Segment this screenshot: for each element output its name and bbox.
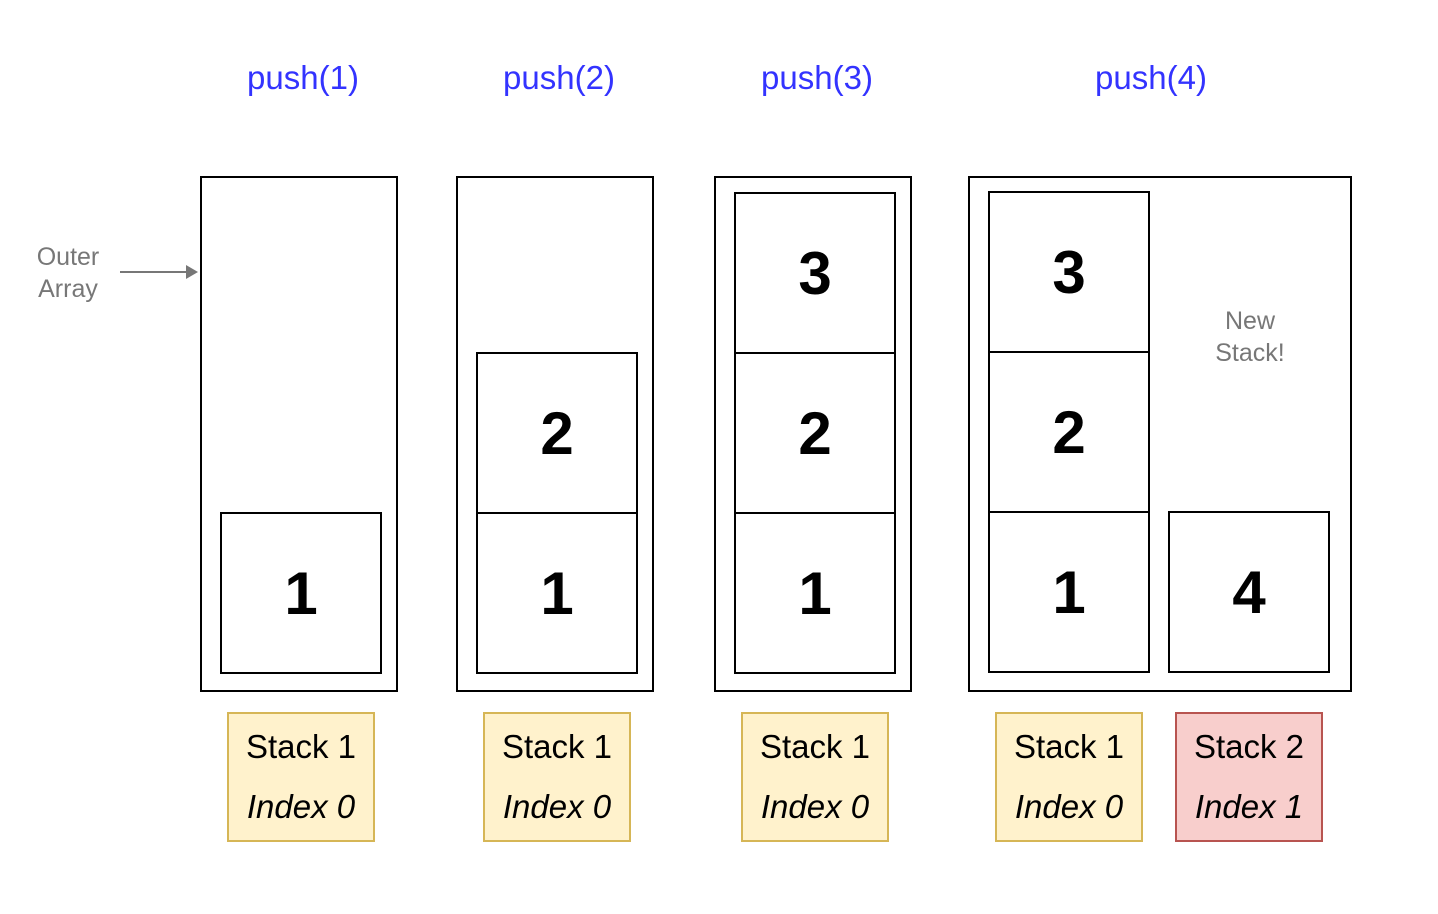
push-2-title: push(2)	[503, 59, 615, 96]
stack-cell: 1	[734, 512, 896, 674]
outer-array-arrow-icon	[120, 265, 198, 279]
stack-index: Index 0	[1014, 788, 1124, 825]
stack-index: Index 0	[246, 788, 356, 825]
stack-name: Stack 1	[245, 728, 357, 765]
push-1-title: push(1)	[247, 59, 359, 96]
stack-name: Stack 2	[1193, 728, 1305, 765]
stack-cell: 2	[988, 351, 1150, 513]
stack-cell: 3	[734, 192, 896, 354]
stack-name: Stack 1	[501, 728, 613, 765]
stack-cell: 1	[220, 512, 382, 674]
outer-array-line1: Outer	[36, 243, 100, 271]
stack-index: Index 0	[760, 788, 870, 825]
stack-label-push-1: Stack 1 Index 0	[227, 712, 375, 842]
outer-array-line2: Array	[38, 275, 98, 303]
stack-name: Stack 1	[1013, 728, 1125, 765]
new-stack-line1: New	[1224, 307, 1275, 335]
push-3-title: push(3)	[761, 59, 873, 96]
outer-array-annotation: Outer Array	[18, 241, 118, 305]
new-stack-line2: Stack!	[1215, 339, 1285, 367]
stack-cell: 3	[988, 191, 1150, 353]
stack-index: Index 1	[1194, 788, 1304, 825]
stack-name: Stack 1	[759, 728, 871, 765]
stack-cell: 2	[734, 352, 896, 514]
stack-cell: 4	[1168, 511, 1330, 673]
stack-label-push-4-stack-2: Stack 2 Index 1	[1175, 712, 1323, 842]
stack-cell: 2	[476, 352, 638, 514]
stack-index: Index 0	[502, 788, 612, 825]
stack-label-push-4-stack-1: Stack 1 Index 0	[995, 712, 1143, 842]
stack-cell: 1	[476, 512, 638, 674]
stack-label-push-2: Stack 1 Index 0	[483, 712, 631, 842]
stack-label-push-3: Stack 1 Index 0	[741, 712, 889, 842]
push-4-title: push(4)	[1095, 59, 1207, 96]
new-stack-annotation: New Stack!	[1190, 305, 1310, 369]
stack-cell: 1	[988, 511, 1150, 673]
